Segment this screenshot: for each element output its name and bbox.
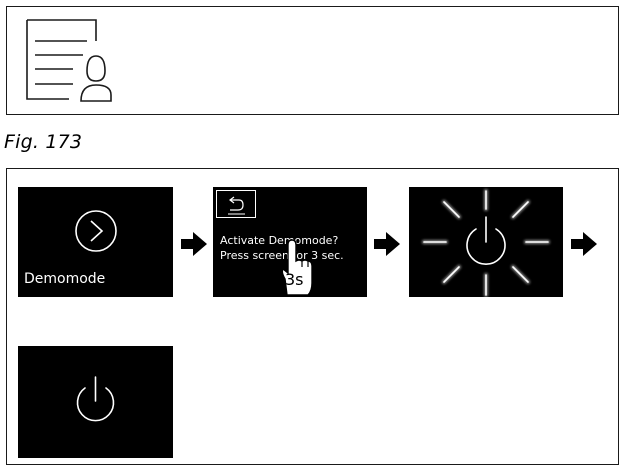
arrow-right-icon xyxy=(374,232,400,256)
power-blinking-icon xyxy=(422,189,550,297)
screen-power-blinking xyxy=(409,187,563,297)
arrow-right-icon xyxy=(571,232,597,256)
document-person-icon xyxy=(26,19,112,102)
press-duration-badge: 3s xyxy=(285,270,304,289)
back-arrow-icon xyxy=(228,196,245,215)
sequence-panel: Demomode Activate Demomode? Press screen… xyxy=(6,168,619,465)
arrow-right-icon xyxy=(181,232,207,256)
hand-press-icon: 3s xyxy=(275,239,315,297)
figure-caption: Fig. 173 xyxy=(4,131,83,153)
power-icon xyxy=(76,376,115,422)
screen-activate-demomode: Activate Demomode? Press screen for 3 se… xyxy=(213,187,367,297)
icon-panel xyxy=(6,6,619,115)
demomode-label: Demomode xyxy=(24,271,106,287)
press-screen-text: Press screen for 3 sec. xyxy=(220,249,344,262)
screen-demomode: Demomode xyxy=(18,187,173,297)
activate-demomode-text: Activate Demomode? xyxy=(220,234,339,247)
chevron-right-circle-icon xyxy=(75,210,117,252)
screen-power xyxy=(18,346,173,458)
back-button[interactable] xyxy=(216,190,256,218)
